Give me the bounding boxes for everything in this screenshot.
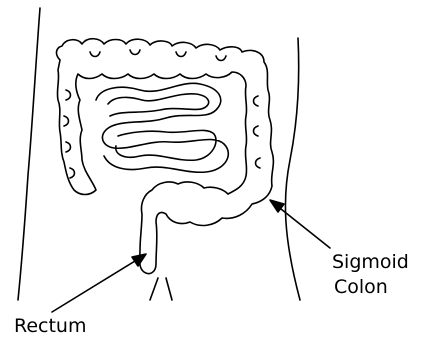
rectum-arrow-line [52, 258, 140, 312]
small-intestine-loops [96, 83, 228, 172]
body-outline-right [285, 38, 300, 300]
sigmoid-colon-label-line2: Colon [334, 276, 388, 298]
sigmoid-colon-label-line1: Sigmoid [332, 251, 409, 273]
pelvis-line-left [150, 278, 158, 300]
pelvis-line-right [166, 278, 172, 300]
rectum-arrowhead [132, 254, 146, 266]
body-outline-left [18, 8, 40, 300]
sigmoid-arrow-line [276, 205, 330, 248]
transverse-colon-haustra [90, 50, 226, 61]
ascending-colon-haustra [64, 90, 75, 178]
descending-colon-haustra [254, 96, 261, 168]
rectum-label: Rectum [14, 315, 86, 337]
